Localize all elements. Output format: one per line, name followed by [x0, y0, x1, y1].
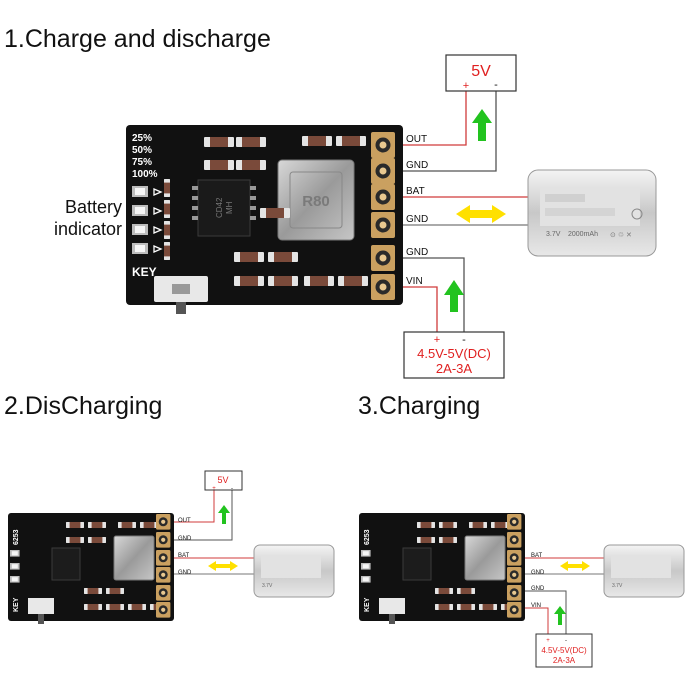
charging-battery-spec: 3.7V [612, 583, 623, 589]
input-voltage: 4.5V-5V(DC) [417, 346, 491, 361]
output-plus: + [463, 80, 469, 92]
charging-pin-bat: BAT [531, 553, 543, 559]
percent-labels: 25% 50% 75% 100% [132, 133, 158, 180]
wire-gnd-minus [392, 90, 497, 172]
key-switch [154, 276, 208, 314]
charging-input-minus: - [565, 638, 567, 644]
pcb-board: 25% 50% 75% 100% KEY [126, 125, 403, 314]
key-label: KEY [132, 265, 157, 279]
battery-spec-voltage: 3.7V [546, 231, 561, 238]
pin-label-gnd-3: GND [406, 247, 428, 258]
charging-pin-gnd: GND [531, 570, 545, 576]
discharging-up-arrow [218, 505, 230, 524]
output-up-arrow [472, 109, 492, 141]
discharging-output-minus: - [231, 486, 233, 492]
percent-label-50: 50% [132, 145, 152, 156]
main-diagram: 25% 50% 75% 100% KEY [126, 54, 657, 379]
section-title-discharging: 2.DisCharging [4, 392, 163, 420]
pin-label-bat: BAT [406, 186, 425, 197]
battery-indicator-label: Battery indicator [30, 196, 122, 240]
percent-label-100: 100% [132, 169, 158, 180]
output-voltage: 5V [471, 63, 491, 80]
discharging-pin-gnd: GND [178, 536, 192, 542]
battery-spec-capacity: 2000mAh [568, 231, 598, 238]
discharging-output-plus: + [212, 486, 216, 492]
input-up-arrow [444, 280, 464, 312]
inductor: R80 [277, 159, 355, 241]
discharging-diagram: 6253 KEY OUT GND BAT GND 5V + - [8, 470, 335, 624]
led-column [132, 186, 163, 254]
percent-label-25: 25% [132, 133, 152, 144]
charging-pin-gnd-2: GND [531, 586, 545, 592]
discharging-pin-out: OUT [178, 518, 191, 524]
svg-text:KEY: KEY [13, 597, 20, 612]
battery-indicator-line-1: Battery [64, 197, 122, 217]
section-title-charge-discharge: 1.Charge and discharge [4, 25, 271, 53]
charging-battery: 3.7V [603, 544, 685, 598]
charging-input-voltage: 4.5V-5V(DC) [541, 646, 587, 655]
battery-ce-mark: ⊙ ♲ ✕ [610, 232, 632, 239]
discharging-output-voltage: 5V [217, 475, 228, 485]
discharging-pin-bat: BAT [178, 553, 190, 559]
pin-pads [371, 132, 395, 300]
wire-out-plus [392, 90, 467, 146]
charging-board-text: 6253 [364, 529, 371, 545]
pin-label-gnd-2: GND [406, 214, 428, 225]
ic-text-2: CD42 [215, 197, 224, 218]
discharging-double-arrow [208, 561, 238, 571]
input-plus: + [434, 334, 440, 346]
ic-chip: MH CD42 [192, 179, 256, 237]
discharging-battery-spec: 3.7V [262, 583, 273, 589]
input-current: 2A-3A [436, 361, 472, 376]
wires [392, 90, 545, 335]
pin-labels: OUT GND BAT GND GND VIN [406, 134, 428, 287]
output-box: 5V + - [445, 54, 517, 92]
input-box: + - 4.5V-5V(DC) 2A-3A [403, 331, 505, 379]
charging-up-arrow [554, 606, 566, 625]
battery-indicator-line-2: indicator [53, 219, 122, 239]
charging-wires [524, 557, 608, 636]
battery: 3.7V 2000mAh ⊙ ♲ ✕ [527, 169, 657, 257]
svg-text:KEY: KEY [364, 597, 371, 612]
charging-diagram: 6253 KEY BAT GND GND VIN + - 4.5V-5V(DC) [359, 513, 685, 668]
battery-double-arrow [456, 205, 506, 223]
pin-label-out: OUT [406, 134, 427, 145]
charging-double-arrow [560, 561, 590, 571]
pin-label-vin: VIN [406, 276, 423, 287]
discharging-pin-gnd-2: GND [178, 570, 192, 576]
output-minus: - [494, 79, 498, 91]
input-minus: - [462, 334, 466, 346]
discharging-board-text: 6253 [13, 529, 20, 545]
pin-label-gnd-1: GND [406, 160, 428, 171]
section-title-charging: 3.Charging [358, 392, 481, 420]
charging-input-current: 2A-3A [553, 656, 576, 665]
discharging-battery: 3.7V [253, 544, 335, 598]
inductor-text: R80 [302, 193, 330, 210]
discharging-wires [172, 490, 258, 575]
charging-input-plus: + [546, 638, 550, 644]
charging-input-box: + - 4.5V-5V(DC) 2A-3A [535, 633, 593, 668]
wire-vin [392, 286, 438, 335]
charging-pin-vin: VIN [531, 603, 541, 609]
ic-text-1: MH [225, 201, 234, 214]
percent-label-75: 75% [132, 157, 152, 168]
wire-gnd-input [392, 257, 465, 335]
